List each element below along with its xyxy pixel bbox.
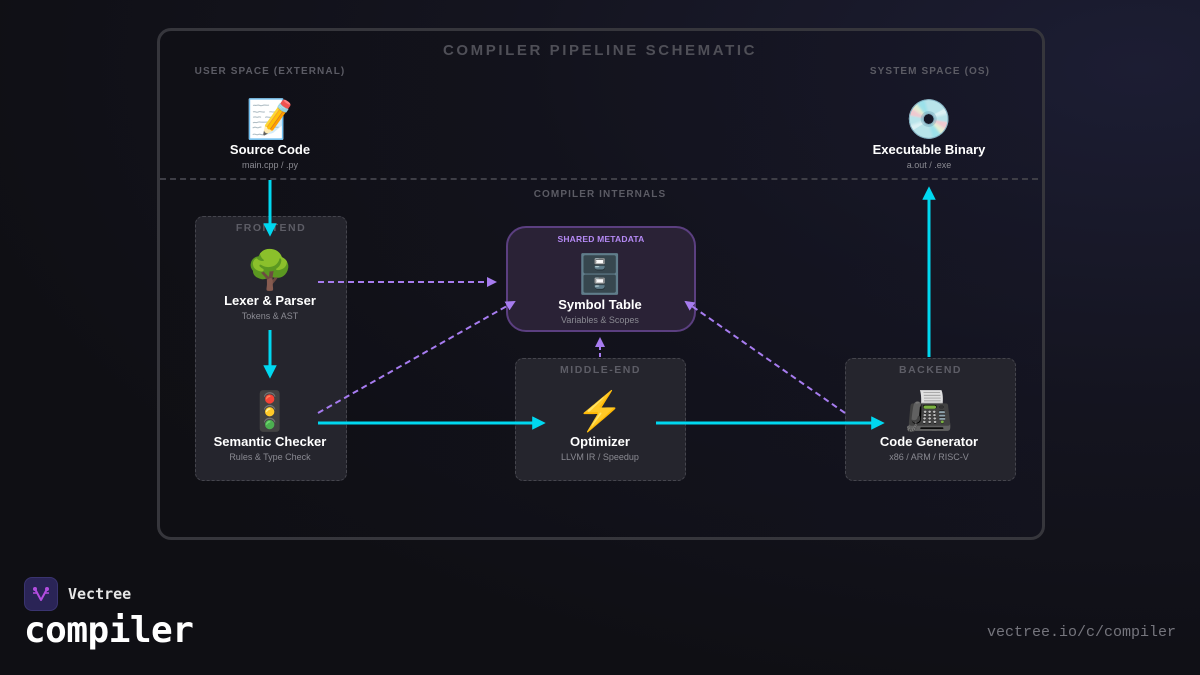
node-subtitle: a.out / .exe [906, 160, 952, 170]
node-name: Code Generator [879, 434, 979, 449]
space-divider [160, 178, 1038, 180]
tree-icon: 🌳 [246, 250, 294, 292]
lightning-icon: ⚡ [576, 391, 624, 433]
backend-label: BACKEND [899, 364, 962, 376]
vectree-logo-icon [24, 577, 58, 611]
node-name: Executable Binary [872, 142, 986, 157]
node-executable-binary[interactable]: 💿 Executable Binary a.out / .exe [829, 98, 1029, 170]
node-name: Source Code [229, 142, 311, 157]
node-subtitle: Variables & Scopes [561, 315, 639, 325]
compiler-internals-label: COMPILER INTERNALS [533, 189, 667, 200]
node-symbol-table[interactable]: 🗄️ Symbol Table Variables & Scopes [500, 253, 700, 325]
fax-machine-icon: 📠 [905, 391, 953, 433]
shared-metadata-label: SHARED METADATA [557, 234, 645, 244]
node-name: Symbol Table [558, 297, 642, 312]
brand[interactable]: Vectree [24, 577, 131, 611]
user-space-label: USER SPACE (EXTERNAL) [194, 66, 346, 77]
node-subtitle: x86 / ARM / RISC-V [889, 452, 969, 462]
traffic-light-icon: 🚦 [246, 391, 294, 433]
page-url-link[interactable]: vectree.io/c/compiler [986, 624, 1176, 641]
node-source-code[interactable]: 📝 Source Code main.cpp / .py [170, 98, 370, 170]
node-subtitle: Tokens & AST [241, 311, 299, 321]
node-subtitle: LLVM IR / Speedup [561, 452, 639, 462]
brand-name: Vectree [68, 585, 132, 603]
middle-end-label: MIDDLE-END [560, 364, 641, 376]
memo-icon: 📝 [246, 99, 294, 141]
file-cabinet-icon: 🗄️ [576, 254, 624, 296]
shared-metadata-group: SHARED METADATA [506, 226, 696, 332]
middle-end-group: MIDDLE-END [515, 358, 686, 481]
node-semantic-checker[interactable]: 🚦 Semantic Checker Rules & Type Check [170, 390, 370, 462]
diagram-title: COMPILER PIPELINE SCHEMATIC [442, 42, 758, 59]
frontend-label: FRONTEND [235, 222, 307, 234]
node-code-generator[interactable]: 📠 Code Generator x86 / ARM / RISC-V [829, 390, 1029, 462]
node-optimizer[interactable]: ⚡ Optimizer LLVM IR / Speedup [500, 390, 700, 462]
product-name: compiler [24, 610, 194, 651]
node-name: Lexer & Parser [224, 293, 316, 308]
node-subtitle: Rules & Type Check [229, 452, 311, 462]
disc-icon: 💿 [905, 99, 953, 141]
node-lexer-parser[interactable]: 🌳 Lexer & Parser Tokens & AST [170, 249, 370, 321]
node-name: Optimizer [570, 434, 630, 449]
system-space-label: SYSTEM SPACE (OS) [869, 66, 991, 77]
node-subtitle: main.cpp / .py [241, 160, 299, 170]
node-name: Semantic Checker [213, 434, 327, 449]
